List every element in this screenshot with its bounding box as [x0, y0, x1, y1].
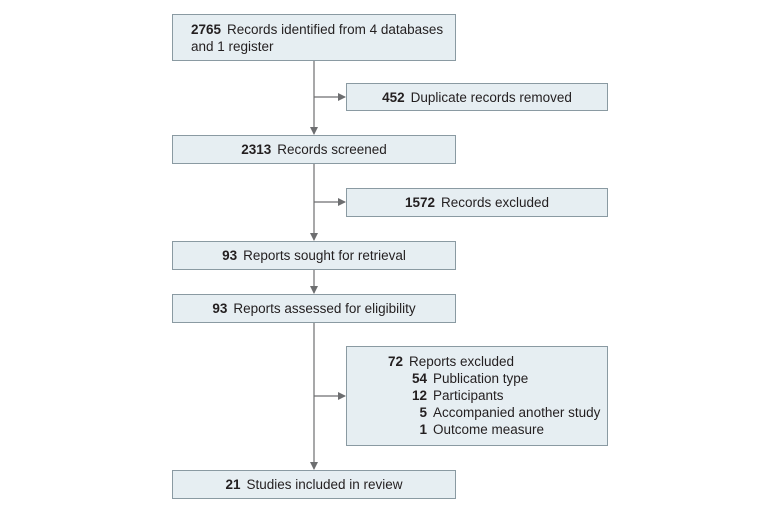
- exclusion-reason-count: 12: [411, 388, 427, 403]
- duplicates-removed-box: 452 Duplicate records removed: [346, 83, 608, 111]
- exclusion-reason-text: Outcome measure: [433, 422, 545, 437]
- records-screened-text: Records screened: [277, 142, 387, 157]
- duplicates-text: Duplicate records removed: [410, 89, 572, 105]
- reports-sought-count: 93: [222, 248, 238, 263]
- exclusion-reason-text: Accompanied another study: [433, 405, 601, 420]
- reports-assessed-text: Reports assessed for eligibility: [233, 301, 416, 316]
- duplicates-count: 452: [382, 89, 405, 105]
- reports-sought-box: 93 Reports sought for retrieval: [172, 241, 456, 270]
- exclusion-reason-text: Participants: [433, 388, 504, 403]
- reports-excluded-header: 72 Reports excluded: [361, 353, 607, 370]
- records-screened-count: 2313: [241, 142, 272, 157]
- exclusion-reason-count: 5: [419, 405, 427, 420]
- studies-included-box: 21 Studies included in review: [172, 470, 456, 499]
- exclusion-reason-text: Publication type: [433, 371, 529, 386]
- records-screened-box: 2313 Records screened: [172, 135, 456, 164]
- records-identified-text-line2: and 1 register: [191, 38, 274, 54]
- studies-included-count: 21: [225, 477, 241, 492]
- exclusion-reason-count: 1: [419, 422, 427, 437]
- reports-excluded-count: 72: [387, 354, 403, 369]
- reports-assessed-box: 93 Reports assessed for eligibility: [172, 294, 456, 323]
- exclusion-reason-count: 54: [411, 371, 427, 386]
- reports-assessed-count: 93: [212, 301, 228, 316]
- records-identified-count: 2765: [191, 21, 222, 37]
- exclusion-reason-item: 54 Publication type: [361, 370, 607, 387]
- studies-included-text: Studies included in review: [246, 477, 403, 492]
- exclusion-reason-item: 1 Outcome measure: [361, 421, 607, 438]
- records-excluded-box: 1572 Records excluded: [346, 188, 608, 217]
- records-identified-text: Records identified from 4 databases: [227, 21, 444, 37]
- reports-excluded-box: 72 Reports excluded 54 Publication type 12…: [346, 346, 608, 446]
- exclusion-reason-item: 12 Participants: [361, 387, 607, 404]
- exclusion-reason-item: 5 Accompanied another study: [361, 404, 607, 421]
- reports-sought-text: Reports sought for retrieval: [243, 248, 406, 263]
- records-excluded-count: 1572: [404, 195, 435, 210]
- records-excluded-text: Records excluded: [440, 195, 550, 210]
- reports-excluded-text: Reports excluded: [409, 354, 515, 369]
